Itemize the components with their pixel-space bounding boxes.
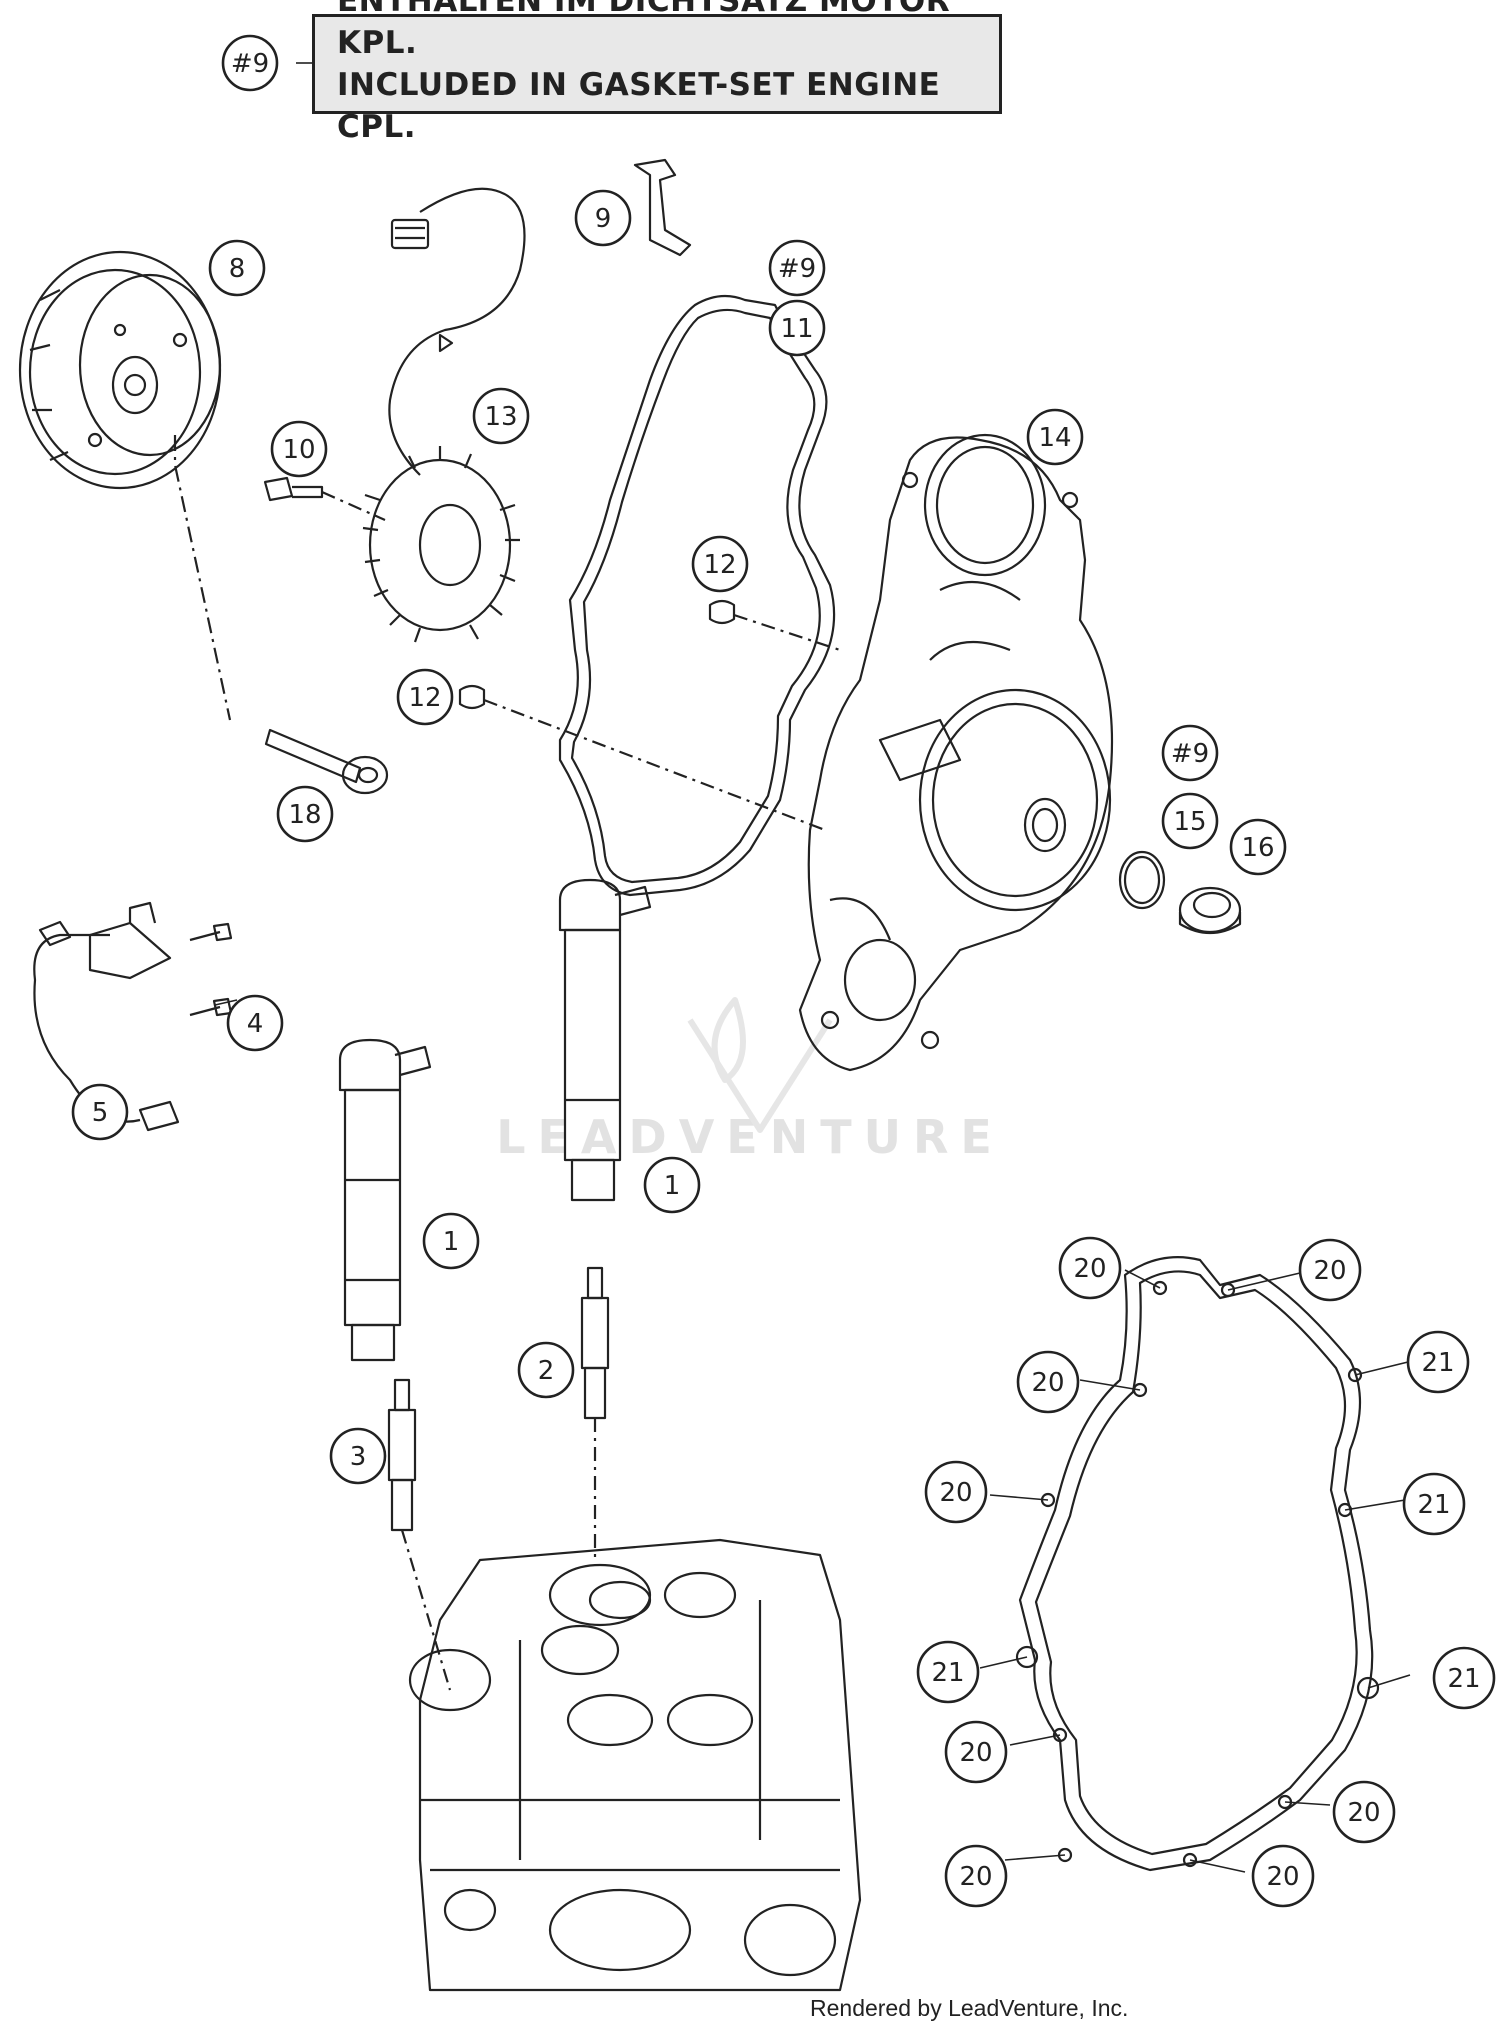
spark-plug-left bbox=[387, 1378, 452, 1691]
callout-bracket-9: 9 bbox=[574, 189, 632, 247]
callout-label: 1 bbox=[664, 1171, 681, 1201]
callout-note-9: #9 bbox=[221, 34, 279, 92]
leader-lines bbox=[214, 62, 1411, 1873]
callout-label: 16 bbox=[1241, 833, 1274, 863]
callout-label: 8 bbox=[229, 254, 246, 284]
callout-flywheel-8: 8 bbox=[208, 239, 266, 297]
dowel-pin-lower bbox=[458, 684, 826, 832]
callout-label: 5 bbox=[92, 1098, 109, 1128]
ignition-coil-right bbox=[558, 878, 652, 1202]
callout-spark-plug-3: 3 bbox=[329, 1427, 387, 1485]
callout-label: 21 bbox=[931, 1658, 964, 1688]
callout-gasket-ref-9: #9 bbox=[768, 239, 826, 297]
render-credit: Rendered by LeadVenture, Inc. bbox=[810, 1995, 1129, 2021]
screw-plug bbox=[1178, 886, 1242, 934]
callout-label: 15 bbox=[1173, 807, 1206, 837]
callout-label: 20 bbox=[1073, 1254, 1106, 1284]
callout-label: 18 bbox=[288, 800, 321, 830]
callout-label: #9 bbox=[778, 254, 816, 284]
callout-gasket-20e: 20 bbox=[944, 1720, 1008, 1784]
watermark: LEADVENTURE bbox=[496, 1110, 1004, 1164]
callout-coil-1b: 1 bbox=[643, 1156, 701, 1214]
callout-stator-13: 13 bbox=[472, 387, 530, 445]
callout-gasket-21b: 21 bbox=[1402, 1472, 1466, 1536]
wire-bracket bbox=[633, 158, 692, 257]
callout-label: 20 bbox=[1031, 1368, 1064, 1398]
spark-plug-right bbox=[580, 1266, 610, 1560]
callout-label: 20 bbox=[1266, 1862, 1299, 1892]
callout-gasket-11: 11 bbox=[768, 299, 826, 357]
rotor-bolt bbox=[173, 435, 389, 795]
callout-label: 4 bbox=[247, 1009, 264, 1039]
callout-gasket-20c: 20 bbox=[1016, 1350, 1080, 1414]
callout-gasket-21a: 21 bbox=[1406, 1330, 1470, 1394]
stator-screw bbox=[263, 476, 386, 522]
callout-label: 9 bbox=[595, 204, 612, 234]
ignition-coil-left bbox=[338, 1038, 432, 1362]
flywheel-rotor bbox=[18, 250, 222, 490]
callout-gasket-20f: 20 bbox=[1332, 1780, 1396, 1844]
gasket-set-note: ENTHALTEN IM DICHTSATZ MOTOR KPL. INCLUD… bbox=[312, 0, 1002, 145]
callout-label: 21 bbox=[1447, 1664, 1480, 1694]
callout-label: #9 bbox=[1171, 739, 1209, 769]
callout-label: 12 bbox=[408, 683, 441, 713]
callout-label: 20 bbox=[1313, 1256, 1346, 1286]
callout-plug-16: 16 bbox=[1229, 818, 1287, 876]
callout-sensor-5: 5 bbox=[71, 1083, 129, 1141]
callout-label: 11 bbox=[780, 314, 813, 344]
callout-gasket-20b: 20 bbox=[1298, 1238, 1362, 1302]
callout-gasket-20a: 20 bbox=[1058, 1236, 1122, 1300]
callout-label: 12 bbox=[703, 550, 736, 580]
callout-gasket-21d: 21 bbox=[1432, 1646, 1496, 1710]
dowel-pin-upper bbox=[708, 599, 841, 652]
callout-label: 14 bbox=[1038, 423, 1071, 453]
callout-dowel-12b: 12 bbox=[396, 668, 454, 726]
callout-label: 20 bbox=[1347, 1798, 1380, 1828]
callout-label: 20 bbox=[959, 1738, 992, 1768]
callout-label: 3 bbox=[350, 1442, 367, 1472]
callout-gasket-20g: 20 bbox=[944, 1844, 1008, 1908]
callout-gasket-20d: 20 bbox=[924, 1460, 988, 1524]
watermark-logo bbox=[687, 997, 833, 1133]
callout-bolt-18: 18 bbox=[276, 785, 334, 843]
note-line-german: ENTHALTEN IM DICHTSATZ MOTOR KPL. bbox=[337, 0, 951, 61]
callout-screw-10: 10 bbox=[270, 420, 328, 478]
callout-spark-plug-2: 2 bbox=[517, 1341, 575, 1399]
callout-label: 21 bbox=[1417, 1490, 1450, 1520]
callout-gasket-20h: 20 bbox=[1251, 1844, 1315, 1908]
callout-plug-ref-9: #9 bbox=[1161, 724, 1219, 782]
callout-dowel-12a: 12 bbox=[691, 535, 749, 593]
cylinder-head bbox=[408, 1538, 862, 1992]
note-line-english: INCLUDED IN GASKET-SET ENGINE CPL. bbox=[337, 67, 941, 145]
callout-label: 13 bbox=[484, 402, 517, 432]
callout-screws-4: 4 bbox=[226, 994, 284, 1052]
callout-oring-15: 15 bbox=[1161, 792, 1219, 850]
callout-gasket-21c: 21 bbox=[916, 1640, 980, 1704]
callout-label: 20 bbox=[939, 1478, 972, 1508]
sensor-screws bbox=[189, 922, 233, 1017]
callout-label: 20 bbox=[959, 1862, 992, 1892]
callout-coil-1a: 1 bbox=[422, 1212, 480, 1270]
callout-label: 1 bbox=[443, 1227, 460, 1257]
callout-cover-14: 14 bbox=[1026, 408, 1084, 466]
callout-label: 10 bbox=[282, 435, 315, 465]
o-ring bbox=[1118, 850, 1166, 910]
ignition-cover bbox=[798, 433, 1114, 1072]
cover-gasket bbox=[558, 294, 836, 897]
cylinder-head-gasket bbox=[1015, 1256, 1380, 1872]
callout-label: #9 bbox=[231, 49, 269, 79]
stator bbox=[362, 187, 526, 643]
callout-label: 2 bbox=[538, 1356, 555, 1386]
callout-label: 21 bbox=[1421, 1348, 1454, 1378]
